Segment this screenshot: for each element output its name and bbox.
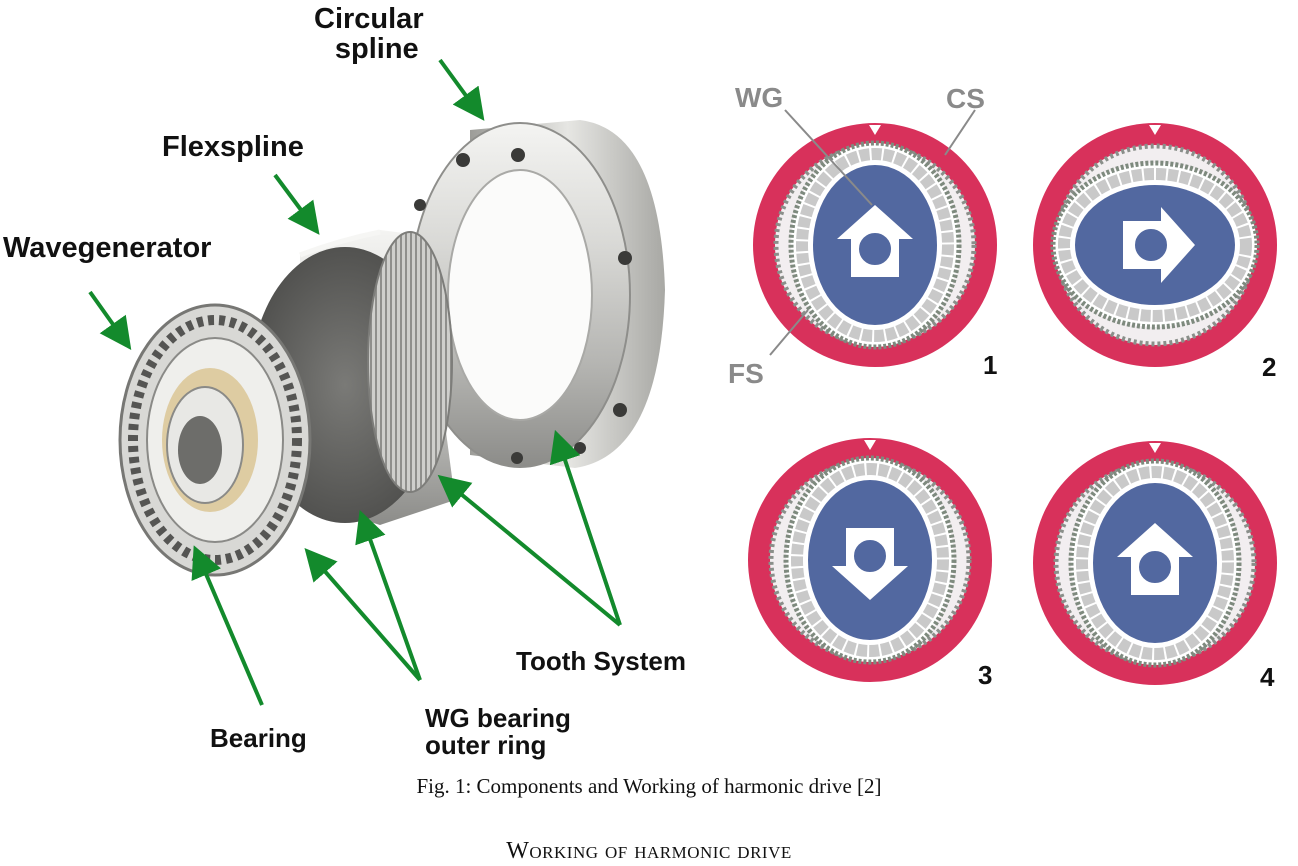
circular-spline-teeth bbox=[768, 458, 972, 662]
circular-spline-label-line2: spline bbox=[334, 33, 419, 66]
flexspline-part bbox=[250, 229, 455, 525]
working-state-panel-4 bbox=[1033, 441, 1277, 685]
working-state-panel-3 bbox=[748, 438, 992, 682]
wave-generator-bearing bbox=[1058, 168, 1252, 322]
circular-spline-teeth bbox=[1053, 461, 1257, 665]
panel-number-1: 1 bbox=[983, 350, 998, 380]
wg-bearing-outer-ring-label: WG bearing outer ring bbox=[425, 703, 571, 761]
circular-spline-label-line1: Circular bbox=[314, 3, 424, 35]
wg-bearing-outer-ring-label-line1: WG bearing bbox=[425, 703, 571, 733]
working-state-panel-1 bbox=[753, 123, 997, 367]
panel-number-4: 4 bbox=[1260, 662, 1275, 692]
arrow-wg-outer-ring-b bbox=[355, 509, 422, 681]
arrow-tooth-system-b bbox=[549, 429, 622, 626]
direction-arrow-icon bbox=[1123, 207, 1195, 283]
wg-bearing-outer-ring-label-line2: outer ring bbox=[425, 730, 547, 761]
figure-caption: Fig. 1: Components and Working of harmon… bbox=[416, 774, 882, 798]
arrow-wavegenerator bbox=[88, 290, 132, 351]
arrow-wg-outer-ring-a bbox=[304, 547, 422, 682]
reference-marker bbox=[1149, 443, 1161, 453]
reference-marker bbox=[1149, 125, 1161, 135]
direction-arrow-icon bbox=[837, 205, 913, 277]
panel-number-2: 2 bbox=[1262, 352, 1277, 382]
wavegenerator-label: Wavegenerator bbox=[3, 232, 212, 264]
reference-marker bbox=[869, 125, 881, 135]
bearing-label: Bearing bbox=[210, 723, 307, 753]
arrow-flexspline bbox=[273, 173, 320, 235]
flexspline-label: Flexspline bbox=[162, 131, 304, 163]
wave-generator-bearing bbox=[796, 148, 954, 342]
diagram-leader-lines bbox=[769, 109, 976, 356]
wg-label: WG bbox=[735, 82, 784, 113]
working-state-panel-2 bbox=[1033, 123, 1277, 367]
section-heading: Working of harmonic drive bbox=[506, 838, 792, 864]
direction-arrow-icon bbox=[832, 528, 908, 600]
working-states-diagram bbox=[748, 123, 1277, 685]
cs-leader-line bbox=[944, 109, 976, 156]
direction-arrow-icon bbox=[1117, 523, 1193, 595]
cs-label: CS bbox=[946, 83, 985, 114]
pointer-arrows bbox=[88, 58, 622, 706]
fs-label: FS bbox=[728, 358, 764, 389]
panel-number-3: 3 bbox=[978, 660, 993, 690]
circular-spline-label: Circular spline bbox=[314, 4, 424, 65]
circular-spline-teeth bbox=[773, 143, 977, 347]
fs-leader-line bbox=[769, 309, 809, 356]
wave-generator-bearing bbox=[791, 463, 949, 657]
reference-marker bbox=[864, 440, 876, 450]
arrow-circular-spline bbox=[438, 58, 485, 121]
tooth-system-label: Tooth System bbox=[516, 646, 686, 676]
arrow-bearing bbox=[191, 545, 264, 706]
wave-generator-bearing bbox=[1076, 466, 1234, 660]
wg-leader-line bbox=[784, 109, 873, 206]
arrow-tooth-system-a bbox=[437, 474, 622, 627]
circular-spline-part bbox=[409, 120, 665, 468]
exploded-view-illustration bbox=[88, 58, 665, 706]
